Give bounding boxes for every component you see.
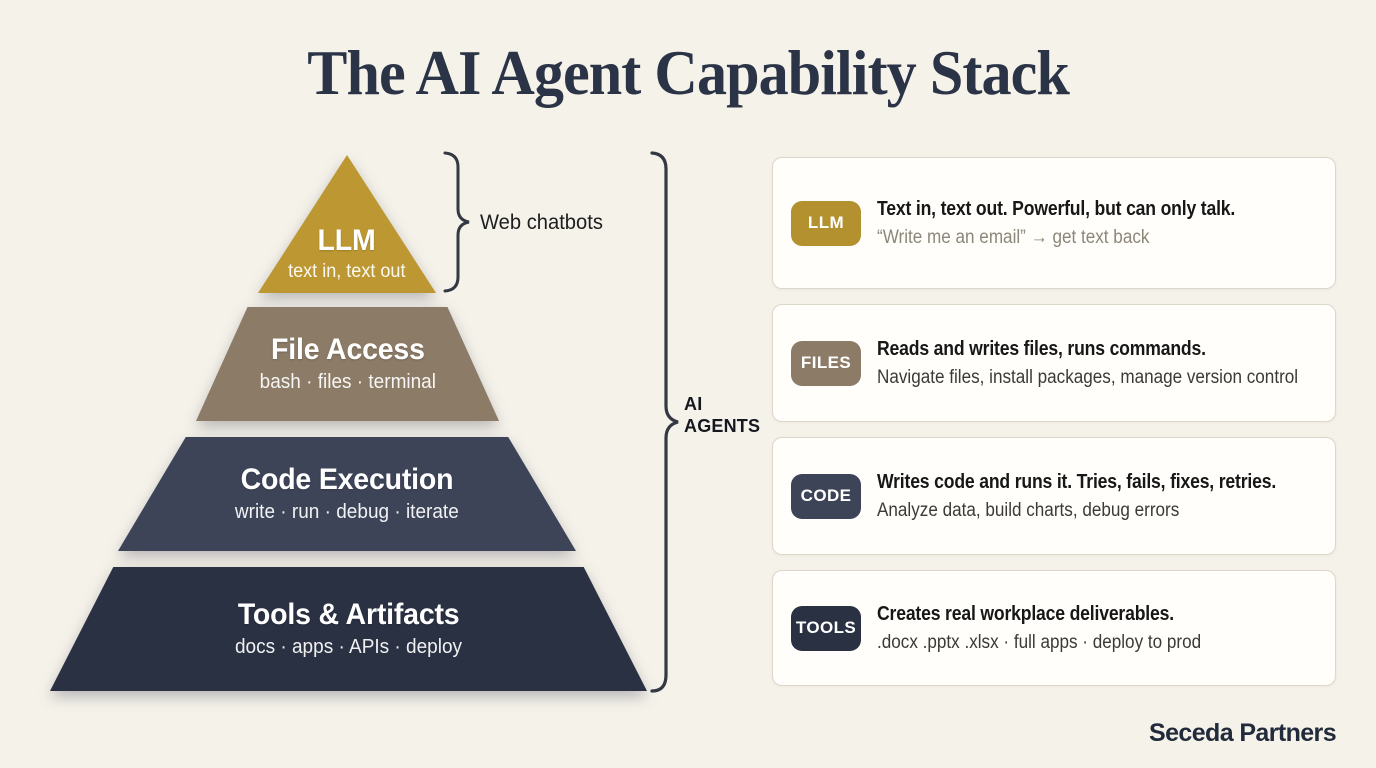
card-code-text: Writes code and runs it. Tries, fails, f…	[877, 470, 1319, 523]
card-tools-text: Creates real workplace deliverables. .do…	[877, 602, 1237, 655]
ai-agents-label-line2: AGENTS	[684, 416, 761, 436]
ai-agents-label: AI AGENTS	[684, 393, 760, 437]
tools-artifacts-trapezoid-shape: Tools & Artifacts docs · apps · APIs · d…	[50, 567, 647, 691]
card-code: CODE Writes code and runs it. Tries, fai…	[772, 437, 1336, 555]
tools-artifacts-layer-subtitle: docs · apps · APIs · deploy	[234, 635, 463, 658]
pyramid-layer-code-execution: Code Execution write · run · debug · ite…	[118, 437, 576, 551]
card-files-text: Reads and writes files, runs commands. N…	[877, 337, 1319, 390]
file-access-trapezoid-shape: File Access bash · files · terminal	[196, 307, 499, 421]
files-badge: FILES	[791, 340, 861, 386]
llm-layer-title: LLM	[317, 223, 376, 257]
pyramid-layer-file-access: File Access bash · files · terminal	[196, 307, 499, 421]
card-llm-text: Text in, text out. Powerful, but can onl…	[877, 197, 1284, 250]
brand-wordmark: Seceda Partners	[1149, 719, 1337, 747]
card-llm: LLM Text in, text out. Powerful, but can…	[772, 157, 1336, 289]
card-files: FILES Reads and writes files, runs comma…	[772, 304, 1336, 422]
file-access-layer-title: File Access	[270, 333, 425, 367]
pyramid-layer-llm: LLM text in, text out	[258, 155, 436, 293]
tools-artifacts-layer-title: Tools & Artifacts	[237, 598, 460, 632]
ai-agents-brace	[650, 151, 679, 693]
card-tools-subtext: .docx .pptx .xlsx · full apps · deploy t…	[877, 631, 1202, 653]
page-title: The AI Agent Capability Stack	[0, 37, 1376, 108]
card-code-subtext: Analyze data, build charts, debug errors	[877, 499, 1180, 521]
card-llm-headline: Text in, text out. Powerful, but can onl…	[877, 197, 1236, 220]
code-badge: CODE	[791, 473, 861, 519]
ai-agents-label-line1: AI	[684, 394, 703, 414]
web-chatbots-brace	[443, 151, 470, 293]
llm-triangle-shape: LLM text in, text out	[258, 155, 436, 293]
card-llm-subtext: “Write me an email” → get text back	[877, 226, 1150, 248]
card-tools-headline: Creates real workplace deliverables.	[877, 602, 1174, 625]
card-files-headline: Reads and writes files, runs commands.	[877, 337, 1206, 360]
code-execution-trapezoid-shape: Code Execution write · run · debug · ite…	[118, 437, 576, 551]
page-title-text: The AI Agent Capability Stack	[307, 37, 1070, 108]
file-access-layer-subtitle: bash · files · terminal	[259, 370, 436, 393]
code-execution-layer-subtitle: write · run · debug · iterate	[235, 500, 459, 523]
llm-badge: LLM	[791, 200, 861, 246]
tools-badge: TOOLS	[791, 605, 861, 651]
card-code-headline: Writes code and runs it. Tries, fails, f…	[877, 470, 1277, 493]
card-tools: TOOLS Creates real workplace deliverable…	[772, 570, 1336, 686]
pyramid-layer-tools-artifacts: Tools & Artifacts docs · apps · APIs · d…	[50, 567, 647, 691]
web-chatbots-label: Web chatbots	[480, 211, 603, 234]
card-files-subtext: Navigate files, install packages, manage…	[877, 366, 1299, 388]
code-execution-layer-title: Code Execution	[240, 463, 454, 497]
llm-layer-subtitle: text in, text out	[288, 261, 406, 283]
